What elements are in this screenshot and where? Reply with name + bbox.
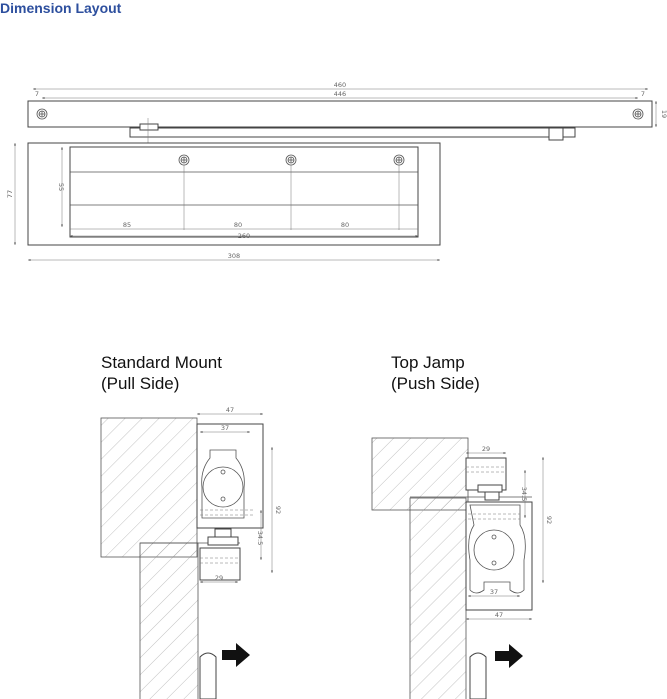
arrow-right-icon <box>222 643 250 667</box>
door-leaf <box>409 497 467 699</box>
dim-308: 308 <box>228 252 240 260</box>
top-jamb-drawing: 29 34.5 92 37 47 <box>371 437 553 699</box>
top-view: 460 446 7 7 19 77 55 85 80 80 260 308 <box>6 81 667 261</box>
pinion-circle <box>473 529 515 571</box>
standard-mount-heading: Standard Mount (Pull Side) <box>101 352 222 394</box>
door-frame <box>100 417 198 558</box>
dim-7-left: 7 <box>35 90 39 98</box>
dim-29: 29 <box>215 574 223 582</box>
mounting-plate <box>69 146 419 238</box>
dim-80-a: 80 <box>234 221 242 229</box>
dim-446: 446 <box>334 90 346 98</box>
standard-mount-drawing: 47 37 92 34.5 29 <box>100 406 282 699</box>
dim-34-5: 34.5 <box>520 487 528 501</box>
closer-body <box>196 423 264 529</box>
dim-29: 29 <box>482 445 490 453</box>
dim-47: 47 <box>226 406 234 414</box>
page-title: Dimension Layout <box>0 0 122 16</box>
bracket <box>199 547 241 581</box>
dim-34-5: 34.5 <box>256 531 264 545</box>
dim-7-right: 7 <box>641 90 645 98</box>
dim-47: 47 <box>495 611 503 619</box>
rail-screw-icon <box>632 108 644 120</box>
heading-line: Standard Mount <box>101 353 222 372</box>
dim-19: 19 <box>660 110 667 118</box>
arm-pivot <box>139 123 159 131</box>
slide-rail <box>27 100 653 128</box>
dim-77: 77 <box>6 190 14 198</box>
heading-line: (Pull Side) <box>101 374 180 393</box>
dim-37: 37 <box>221 424 229 432</box>
door-leaf <box>139 542 199 699</box>
dim-260: 260 <box>238 232 250 240</box>
dim-92: 92 <box>274 506 282 514</box>
top-jamb-heading: Top Jamp (Push Side) <box>391 352 480 394</box>
rail-screw-icon <box>36 108 48 120</box>
door-stop <box>469 652 487 699</box>
heading-line: (Push Side) <box>391 374 480 393</box>
door-stop <box>199 652 217 699</box>
arrow-right-icon <box>495 644 523 668</box>
dim-85: 85 <box>123 221 131 229</box>
slide-block <box>548 127 564 141</box>
arm <box>129 127 576 138</box>
dim-55: 55 <box>57 183 65 191</box>
heading-line: Top Jamp <box>391 353 465 372</box>
pinion-circle <box>202 466 244 508</box>
closer-body <box>465 501 533 611</box>
dim-80-b: 80 <box>341 221 349 229</box>
dim-37: 37 <box>490 588 498 596</box>
dim-92: 92 <box>545 516 553 524</box>
dim-460: 460 <box>334 81 346 89</box>
